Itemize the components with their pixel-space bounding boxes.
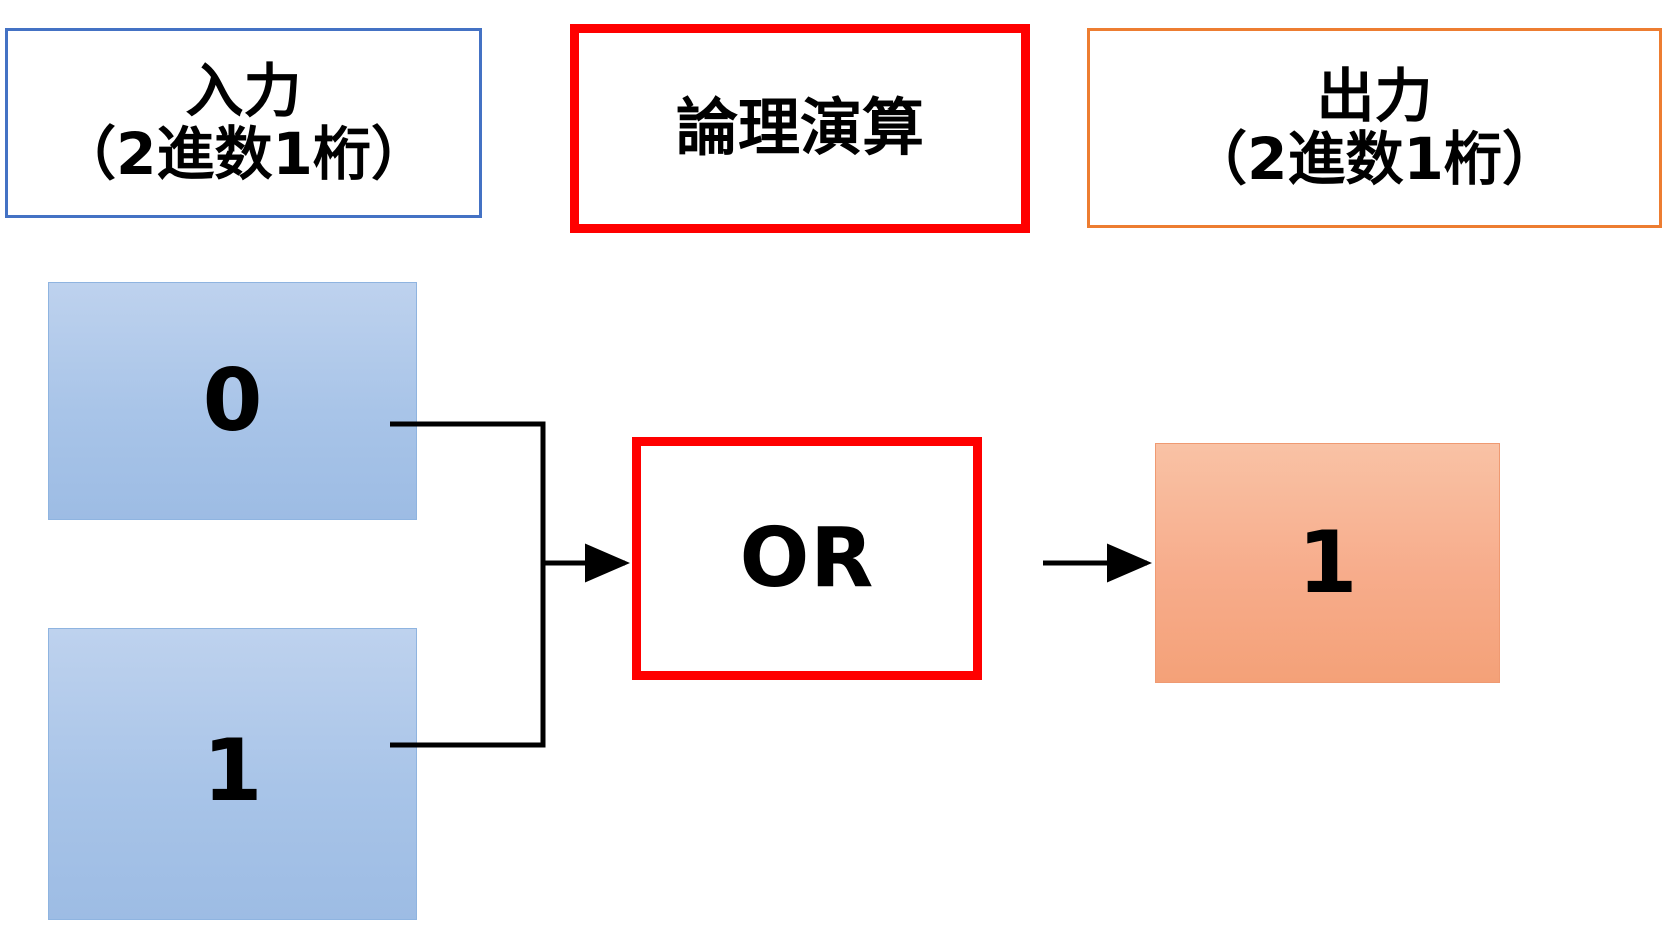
- column-header-logic-operation: 論理演算: [570, 24, 1030, 233]
- column-header-output: 出力 （2進数1桁）: [1087, 28, 1662, 228]
- column-header-input: 入力 （2進数1桁）: [5, 28, 482, 218]
- logic-gate-or-box: OR: [632, 437, 982, 680]
- output-value-box: 1: [1155, 443, 1500, 683]
- input-value-box-a: 0: [48, 282, 417, 520]
- input-value-box-b: 1: [48, 628, 417, 920]
